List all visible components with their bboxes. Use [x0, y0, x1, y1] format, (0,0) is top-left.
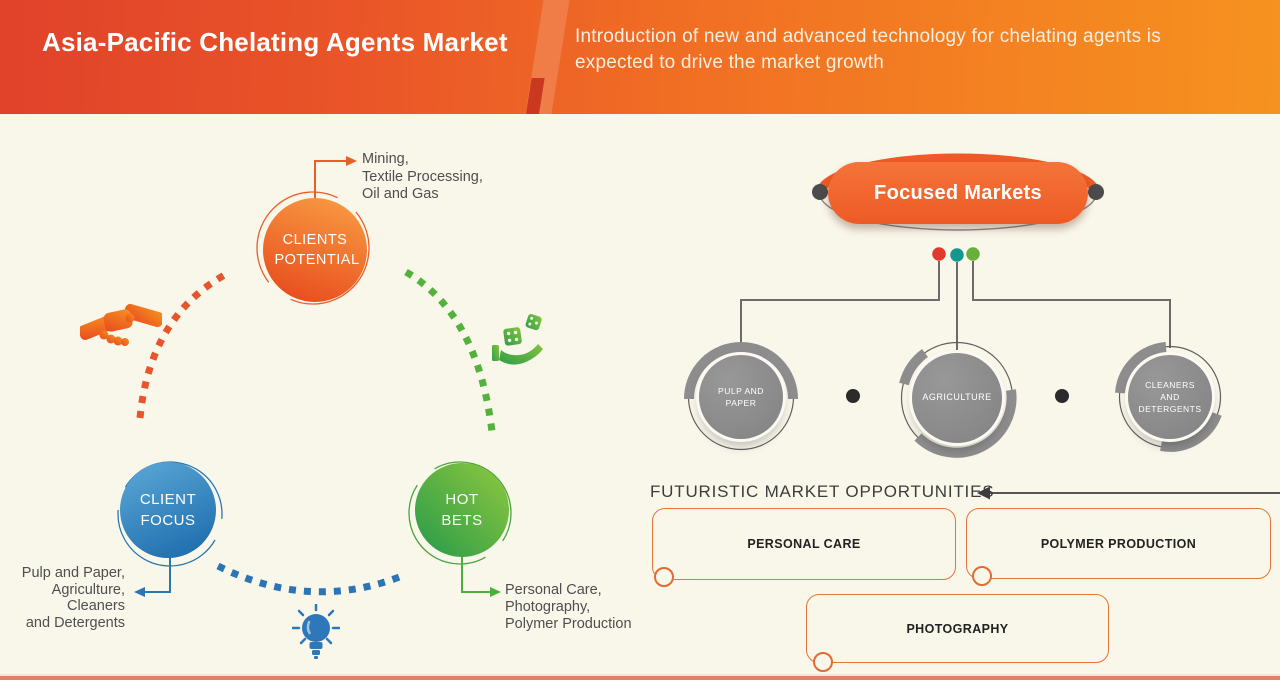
capsule-left-dot	[812, 184, 828, 200]
futuristic-heading: FUTURISTIC MARKET OPPORTUNITIES	[650, 482, 995, 501]
focused-markets-pill: Focused Markets	[828, 162, 1088, 224]
clients-potential-circle: CLIENTS POTENTIAL	[263, 198, 367, 302]
client-focus-label: CLIENT FOCUS	[139, 491, 197, 529]
clients-potential-label: CLIENTS POTENTIAL	[274, 231, 360, 268]
clients-potential-connector	[314, 156, 357, 200]
infographic-canvas: CLIENTS POTENTIAL CLIENT FOCUS HOT BETS …	[0, 114, 1280, 680]
separator-dot-right	[1055, 389, 1069, 403]
page-subtitle: Introduction of new and advanced technol…	[575, 26, 1161, 73]
page-title: Asia-Pacific Chelating Agents Market	[42, 27, 508, 57]
market-node-agriculture: AGRICULTURE	[912, 353, 1002, 443]
stem-dot-green	[964, 245, 982, 263]
stem-dot-teal	[948, 246, 966, 264]
hot-bets-annotation: Personal Care, Photography, Polymer Prod…	[505, 582, 632, 632]
opportunity-label: PERSONAL CARE	[747, 537, 861, 551]
stem-dot-red	[930, 245, 948, 263]
stem-dots	[930, 245, 982, 264]
opportunity-box-photography: PHOTOGRAPHY	[806, 594, 1109, 663]
diagram-lines-overlay	[117, 153, 1280, 597]
market-node-label: AGRICULTURE	[922, 392, 992, 403]
separator-dot-left	[846, 389, 860, 403]
opportunity-box-polymer-production: POLYMER PRODUCTION	[966, 508, 1271, 579]
dotted-arc-green	[404, 268, 496, 433]
lightbulb-icon	[292, 604, 340, 659]
box-corner-circle	[972, 566, 992, 586]
opportunity-label: POLYMER PRODUCTION	[1040, 536, 1197, 551]
client-focus-connector	[134, 557, 171, 597]
clients-potential-annotation: Mining, Textile Processing, Oil and Gas	[362, 151, 483, 202]
dotted-arc-blue	[216, 562, 404, 596]
hand-with-dice-icon	[492, 314, 543, 365]
client-focus-circle: CLIENT FOCUS	[120, 462, 216, 558]
hot-bets-circle: HOT BETS	[415, 463, 509, 557]
market-node-cleaners-detergents: CLEANERS AND DETERGENTS	[1128, 355, 1212, 439]
handshake-icon	[80, 303, 162, 346]
hot-bets-connector	[461, 556, 501, 597]
tree-lines	[740, 261, 1171, 354]
market-node-pulp-and-paper: PULP AND PAPER	[699, 355, 783, 439]
focused-markets-title: Focused Markets	[874, 181, 1042, 204]
client-focus-annotation: Pulp and Paper, Agriculture, Cleaners an…	[21, 565, 125, 631]
futuristic-arrow	[977, 486, 1280, 500]
box-corner-circle	[654, 567, 674, 587]
opportunity-box-personal-care: PERSONAL CARE	[652, 508, 956, 580]
market-node-label: CLEANERS AND DETERGENTS	[1138, 379, 1202, 415]
hot-bets-label: HOT BETS	[441, 491, 483, 529]
header-banner: Asia-Pacific Chelating Agents Market Int…	[0, 0, 1280, 114]
opportunity-label: PHOTOGRAPHY	[906, 621, 1009, 636]
capsule-right-dot	[1088, 184, 1104, 200]
box-corner-circle	[813, 652, 833, 672]
market-node-label: PULP AND PAPER	[718, 385, 764, 408]
